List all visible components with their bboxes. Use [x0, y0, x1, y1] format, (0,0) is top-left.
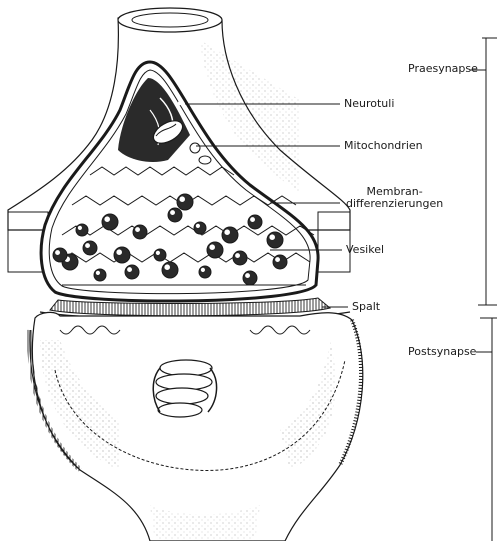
label-membrandifferenzierungen: Membran- differenzierungen: [346, 186, 443, 210]
vesicle-highlight: [170, 210, 175, 215]
vesicle-highlight: [245, 273, 250, 278]
label-spalt: Spalt: [352, 300, 380, 313]
vesicle: [243, 271, 257, 285]
vesicle: [199, 266, 211, 278]
vesicle-highlight: [96, 271, 100, 275]
vesicle-highlight: [135, 227, 140, 232]
vesicle: [168, 208, 182, 222]
vesicle-highlight: [196, 224, 200, 228]
vesicle-highlight: [85, 243, 90, 248]
vesicle: [194, 222, 206, 234]
label-mitochondrien: Mitochondrien: [344, 139, 423, 152]
vesicle-highlight: [269, 234, 275, 240]
vesicle: [83, 241, 97, 255]
vesicle-highlight: [78, 226, 82, 230]
vesicle: [177, 194, 193, 210]
vesicle: [114, 247, 130, 263]
vesicle-highlight: [224, 229, 230, 235]
vesicle-highlight: [250, 217, 255, 222]
vesicle: [267, 232, 283, 248]
vesicle-highlight: [116, 249, 122, 255]
vesicle-highlight: [201, 268, 205, 272]
vesicle-highlight: [127, 267, 132, 272]
vesicle: [273, 255, 287, 269]
vesicle: [154, 249, 166, 261]
label-vesikel: Vesikel: [346, 243, 384, 256]
region-bracket: [470, 38, 497, 541]
vesicle-highlight: [209, 244, 215, 250]
vesicle: [102, 214, 118, 230]
vesicle-highlight: [164, 264, 170, 270]
vesicle-highlight: [55, 250, 60, 255]
vesicle: [76, 224, 88, 236]
vesicle: [133, 225, 147, 239]
vesicle: [207, 242, 223, 258]
vesicle-highlight: [104, 216, 110, 222]
vesicle-highlight: [275, 257, 280, 262]
label-neurotubuli: Neurotuli: [344, 97, 394, 110]
label-praesynapse: Praesynapse: [408, 62, 478, 75]
vesicle-highlight: [179, 196, 185, 202]
vesicle-highlight: [235, 253, 240, 258]
vesicle: [248, 215, 262, 229]
postsynaptic-element: [30, 312, 363, 541]
vesicle: [94, 269, 106, 281]
label-postsynapse: Postsynapse: [408, 345, 476, 358]
vesicle: [125, 265, 139, 279]
vesicle: [222, 227, 238, 243]
vesicle: [233, 251, 247, 265]
vesicle: [53, 248, 67, 262]
vesicle-highlight: [156, 251, 160, 255]
vesicle: [162, 262, 178, 278]
